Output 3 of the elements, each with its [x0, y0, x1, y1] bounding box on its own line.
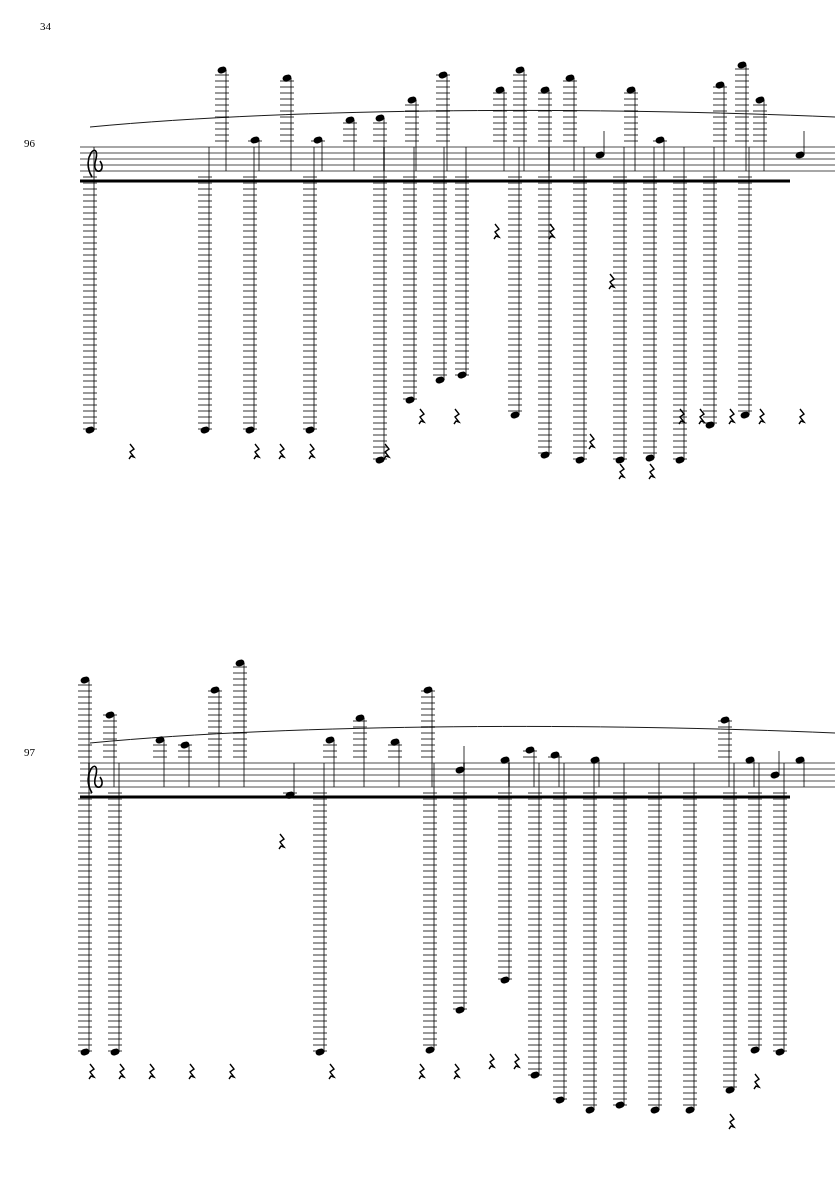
measure-number: 97: [24, 746, 35, 758]
page-number: 34: [40, 20, 51, 32]
measure-number: 96: [24, 137, 35, 149]
